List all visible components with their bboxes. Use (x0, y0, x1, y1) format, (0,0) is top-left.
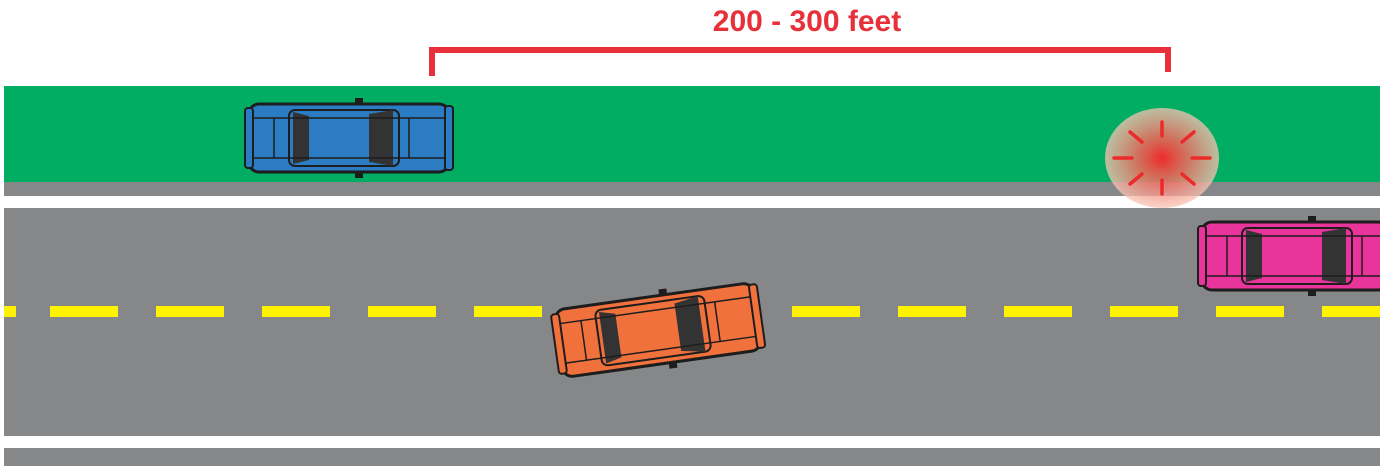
center-dash (156, 306, 224, 317)
center-dash (262, 306, 330, 317)
center-dash (368, 306, 436, 317)
blue-car (245, 98, 453, 178)
center-dash (4, 306, 16, 317)
center-dash (898, 306, 966, 317)
bottom-shoulder (4, 448, 1380, 466)
center-dash (1004, 306, 1072, 317)
bottom-edge-line (4, 436, 1380, 448)
distance-bracket (432, 50, 1168, 76)
center-dash (50, 306, 118, 317)
pink-car (1198, 216, 1380, 296)
flashing-light-icon (1105, 108, 1219, 208)
center-dash (792, 306, 860, 317)
center-dash (474, 306, 542, 317)
center-dash (1110, 306, 1178, 317)
center-dash (1322, 306, 1380, 317)
distance-label: 200 - 300 feet (713, 5, 901, 38)
center-dash (1216, 306, 1284, 317)
